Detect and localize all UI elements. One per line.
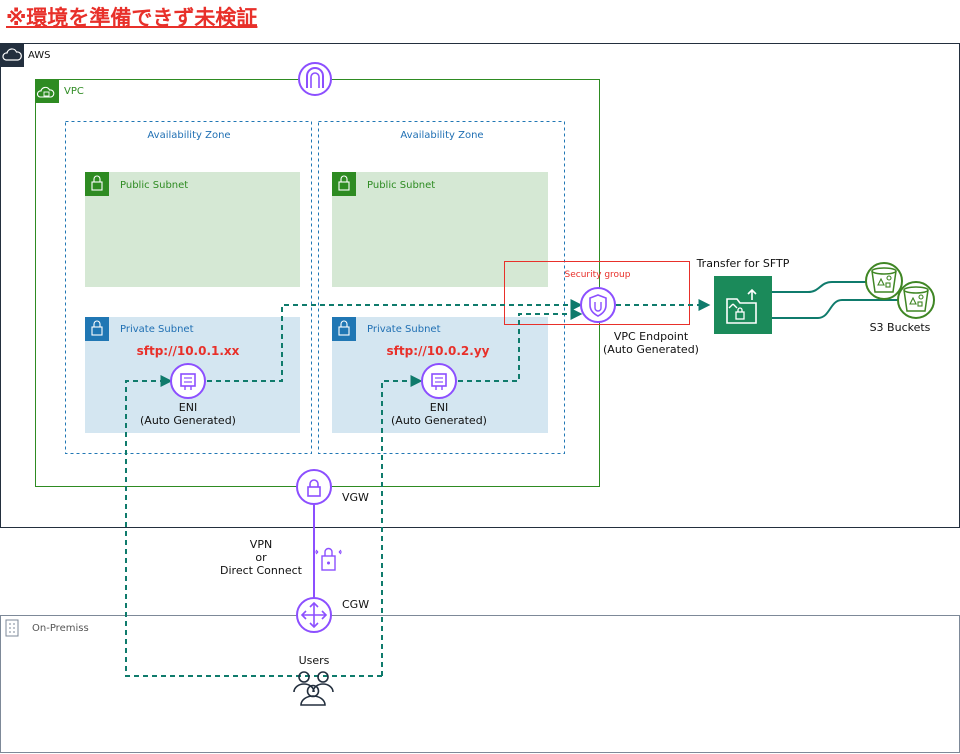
vpn-label-line-2: or <box>255 551 267 564</box>
bucket-icon <box>865 262 903 300</box>
customer-gateway-arrows-icon <box>296 597 332 633</box>
lock-arrows-icon <box>315 547 342 571</box>
vpn-gateway-lock-icon <box>296 469 332 505</box>
transfer-to-s3-connectors <box>772 281 898 319</box>
eni-1-title: ENI <box>178 401 198 414</box>
security-group <box>504 261 690 325</box>
vpc-cloud-lock-icon <box>36 86 55 98</box>
vpn-label-line-1: VPN <box>249 538 273 551</box>
s3-buckets-label: S3 Buckets <box>869 321 931 334</box>
public-subnet-2-label: Public Subnet <box>367 180 436 191</box>
users-label: Users <box>298 654 330 667</box>
private-subnet-1-label: Private Subnet <box>120 324 194 335</box>
eni-1-to-endpoint-connector <box>207 299 583 382</box>
vpc-endpoint-label: VPC Endpoint (Auto Generated) <box>596 330 706 356</box>
private-subnet-2-label: Private Subnet <box>367 324 441 335</box>
vpc-endpoint-subtitle: (Auto Generated) <box>603 343 699 356</box>
building-icon <box>5 619 19 637</box>
vpc-group-label: VPC <box>64 86 84 97</box>
az-1-label: Availability Zone <box>147 130 231 141</box>
internet-gateway-icon <box>298 62 332 96</box>
vpn-label: VPN or Direct Connect <box>216 538 306 577</box>
cloud-icon <box>2 48 22 61</box>
public-subnet-2 <box>332 172 548 287</box>
availability-zone-2 <box>318 121 565 454</box>
sftp-address-2: sftp://10.0.2.yy <box>386 344 490 358</box>
cgw-label: CGW <box>342 598 370 611</box>
transfer-label: Transfer for SFTP <box>696 257 790 270</box>
vpc-endpoint-title: VPC Endpoint <box>613 330 689 343</box>
az-2-label: Availability Zone <box>400 130 484 141</box>
security-group-label: Security group <box>564 270 631 280</box>
users-icon <box>293 671 334 706</box>
eni-2-to-endpoint-connector <box>458 308 583 382</box>
vgw-label: VGW <box>342 491 369 504</box>
bucket-icon <box>897 281 935 319</box>
on-premises-label: On-Premiss <box>32 623 89 634</box>
network-interface-icon <box>170 363 206 399</box>
eni-2-subtitle: (Auto Generated) <box>391 414 487 427</box>
padlock-icon <box>91 175 350 336</box>
eni-2-title: ENI <box>429 401 449 414</box>
sftp-address-1: sftp://10.0.1.xx <box>136 344 240 358</box>
eni-2-label: ENI (Auto Generated) <box>389 401 489 427</box>
availability-zone-1 <box>65 121 312 454</box>
aws-icon-bg <box>0 43 24 67</box>
data-flow-connectors <box>125 299 711 677</box>
eni-1-subtitle: (Auto Generated) <box>140 414 236 427</box>
aws-group-label: AWS <box>28 50 51 61</box>
on-premises-group <box>0 615 960 753</box>
transfer-family-icon <box>714 276 772 334</box>
users-to-eni-1-connector <box>125 375 382 677</box>
public-subnet-1-label: Public Subnet <box>120 180 189 191</box>
network-interface-icon <box>421 363 457 399</box>
vpn-label-line-3: Direct Connect <box>220 564 302 577</box>
eni-1-label: ENI (Auto Generated) <box>138 401 238 427</box>
public-subnet-1 <box>85 172 300 287</box>
banner-note: ※環境を準備できず未検証 <box>6 6 258 30</box>
endpoint-shield-icon <box>580 287 616 323</box>
